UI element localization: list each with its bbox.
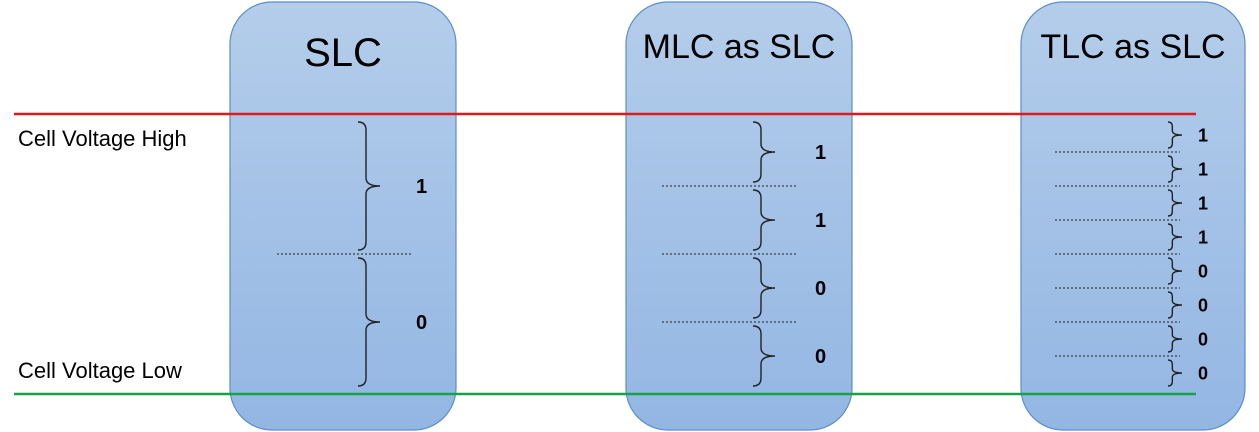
bit-label: 1	[416, 176, 427, 198]
column-background	[229, 1, 457, 431]
bit-brace	[1167, 359, 1183, 387]
bit-brace	[752, 325, 776, 387]
bit-brace	[1167, 189, 1183, 217]
bit-brace	[1167, 223, 1183, 251]
column-title: TLC as SLC	[1040, 28, 1225, 66]
voltage-high-label: Cell Voltage High	[18, 126, 187, 151]
bit-label: 1	[815, 210, 826, 232]
bit-label: 1	[1198, 193, 1208, 213]
voltage-low-label: Cell Voltage Low	[18, 358, 182, 383]
bit-label: 0	[416, 312, 427, 334]
bit-label: 1	[815, 142, 826, 164]
columns-layer: SLC 1 0 MLC as SLC 1 1 0 0 TLC as SLC 1 1 1 1 0 0 0 0	[229, 1, 1246, 431]
bit-brace	[1167, 257, 1183, 285]
bit-brace	[752, 189, 776, 251]
bit-label: 0	[1198, 295, 1208, 315]
column-background	[625, 1, 853, 431]
bit-brace	[1167, 325, 1183, 353]
column-background	[1020, 1, 1246, 431]
bit-label: 1	[1198, 125, 1208, 145]
column-2: MLC as SLC 1 1 0 0	[625, 1, 853, 431]
bit-label: 0	[815, 346, 826, 368]
bit-brace	[752, 257, 776, 319]
bit-label: 0	[1198, 363, 1208, 383]
bit-brace	[1167, 155, 1183, 183]
bit-brace	[1167, 121, 1183, 149]
bit-brace	[1167, 291, 1183, 319]
bit-label: 1	[1198, 227, 1208, 247]
bit-brace	[752, 121, 776, 183]
bit-brace	[357, 257, 381, 387]
column-1: SLC 1 0	[229, 1, 457, 431]
bit-brace	[357, 121, 381, 251]
bit-label: 1	[1198, 159, 1208, 179]
bit-label: 0	[1198, 329, 1208, 349]
column-3: TLC as SLC 1 1 1 1 0 0 0 0	[1020, 1, 1246, 431]
column-title: MLC as SLC	[643, 28, 836, 66]
bit-label: 0	[1198, 261, 1208, 281]
column-title: SLC	[304, 31, 382, 75]
bit-label: 0	[815, 278, 826, 300]
